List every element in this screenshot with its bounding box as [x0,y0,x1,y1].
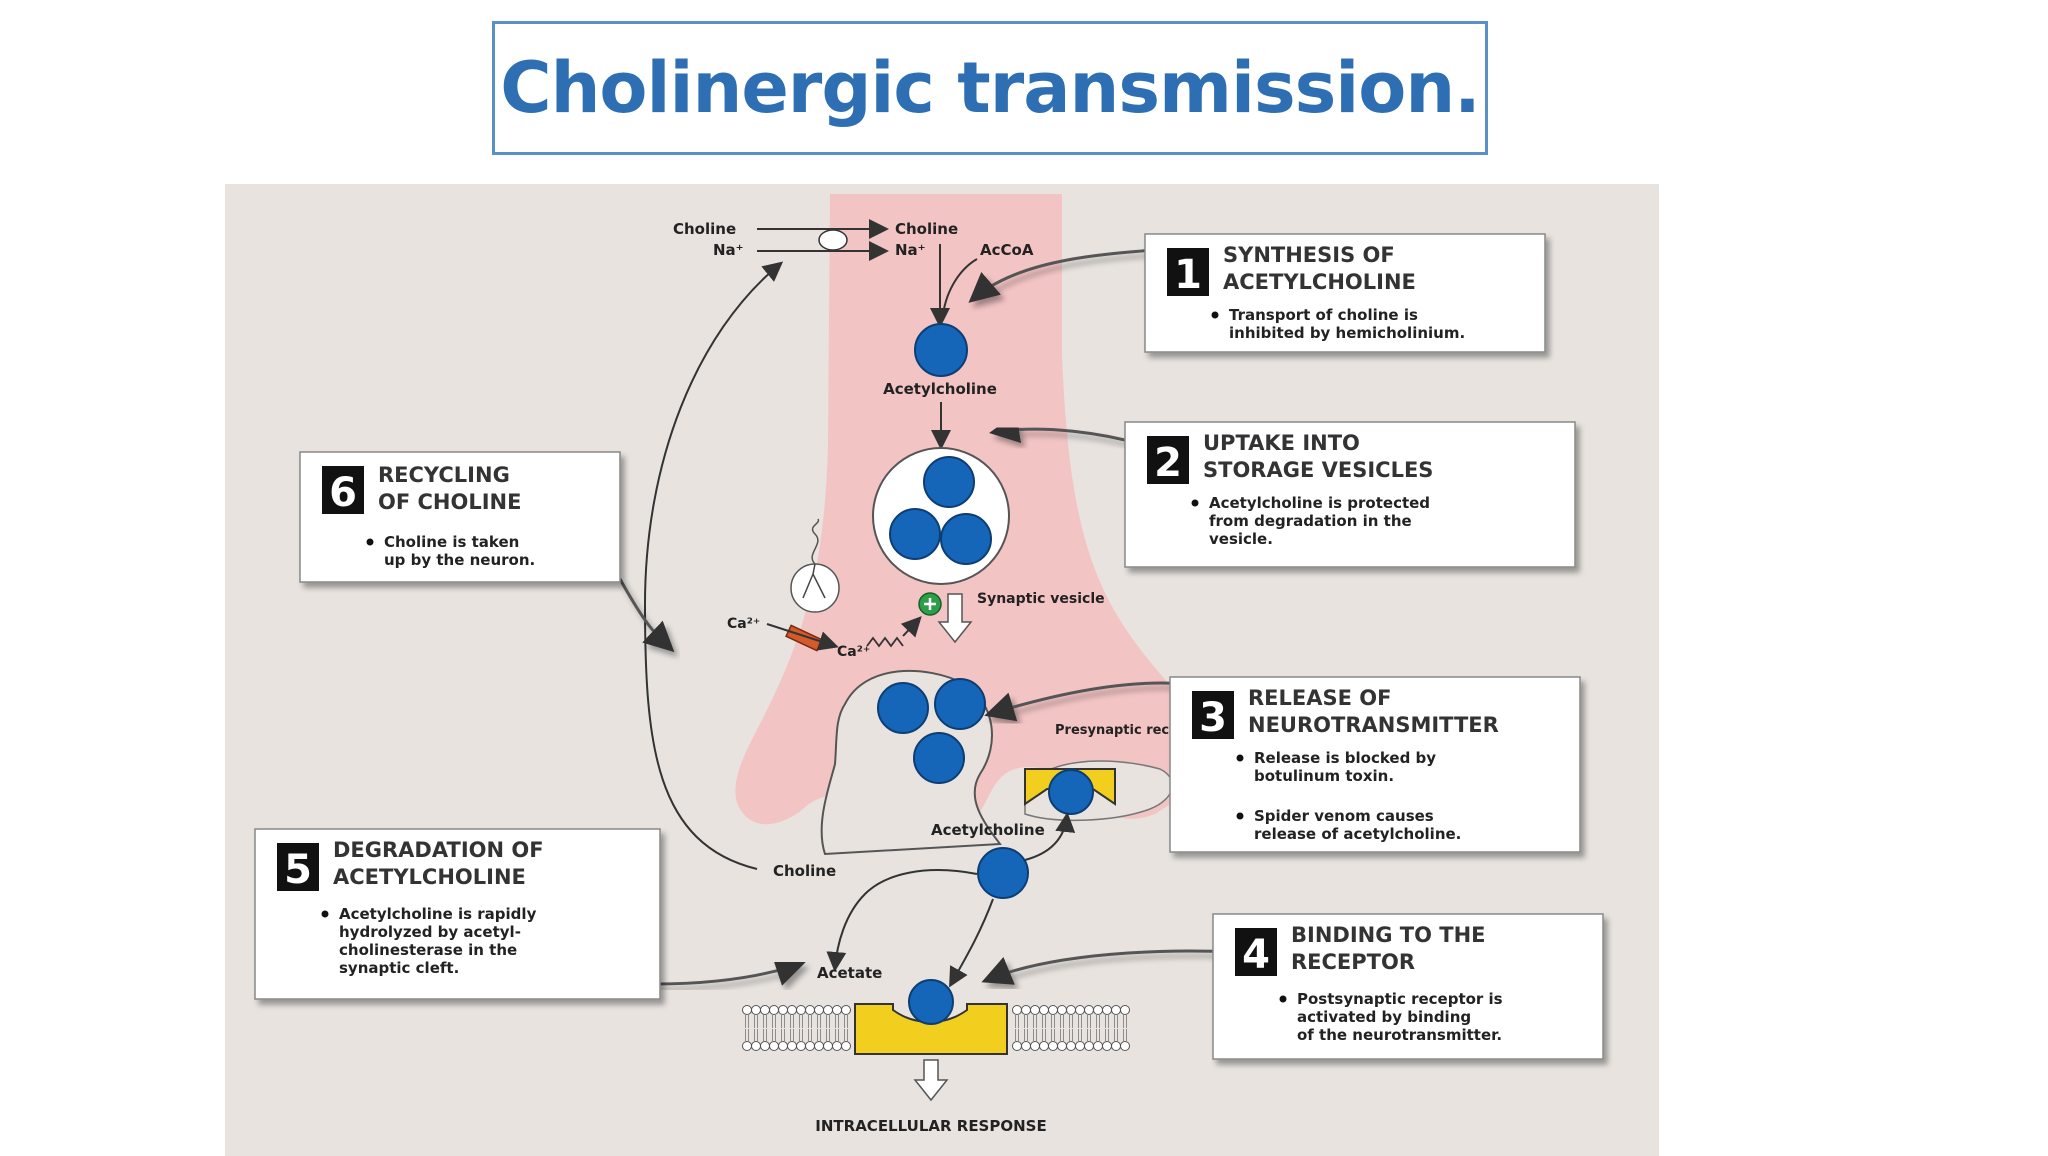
bullet-icon [321,910,329,918]
step-number: 3 [1199,695,1227,741]
na-label-right: Na⁺ [895,241,926,259]
step-number: 6 [329,470,357,516]
step-number-badge [1235,928,1277,976]
calcium-signal-squiggle [866,636,904,648]
released-acetylcholine [877,682,929,734]
ca-label-inner: Ca²⁺ [837,644,870,660]
callout-arrow-3 [984,681,1186,722]
step-number-badge [1167,248,1209,296]
vesicle-acetylcholine [923,456,975,508]
action-potential-icon [790,563,840,613]
step-number-badge [322,466,364,514]
step-number: 1 [1174,252,1202,298]
acetylcholine-label-cleft: Acetylcholine [931,821,1045,839]
accoa-arrow [942,258,978,315]
intracellular-response-label: INTRACELLULAR RESPONSE [815,1117,1046,1135]
step-number: 5 [284,847,312,893]
step-number: 2 [1154,440,1182,486]
calcium-signal-arrow [900,616,922,638]
acetate-label: Acetate [817,964,882,982]
synaptic-vesicle-label: Synaptic vesicle [977,591,1105,607]
step-number-badge [1192,691,1234,739]
acetylcholine-label-top: Acetylcholine [883,380,997,398]
bullet-icon [366,538,374,546]
released-acetylcholine [913,732,965,784]
step-number-badge [1147,436,1189,484]
choline-recycling-arrow [643,261,784,870]
step-number: 4 [1242,932,1270,978]
callout-arrow-5 [654,957,806,986]
callout-arrow-6 [618,578,675,653]
choline-label-left: Choline [673,220,736,238]
postsynaptic-binding-arrow [949,898,994,988]
choline-label-cleft: Choline [773,862,836,880]
calcium-entry-arrow [766,623,839,651]
vesicle-acetylcholine [940,513,992,565]
choline-label-right: Choline [895,220,958,238]
bound-presynaptic-acetylcholine [1048,769,1094,815]
na-label-left: Na⁺ [713,241,744,259]
cleft-acetylcholine [977,847,1029,899]
callout-arrow-4 [981,949,1236,985]
bullet-icon [1236,754,1244,762]
bullet-icon [1191,499,1199,507]
response-arrow [913,1059,949,1102]
bullet-icon [1211,311,1219,319]
vesicle-acetylcholine [889,508,941,560]
ca-label-outer: Ca²⁺ [727,616,760,632]
page-title: Cholinergic transmission. [500,47,1481,129]
bound-postsynaptic-acetylcholine [908,979,954,1025]
bullet-icon [1236,812,1244,820]
postsynaptic-membrane [742,1005,1130,1051]
vesicle-move-arrow [937,593,973,644]
acetylcholine-molecule [914,323,968,377]
accoa-label: AcCoA [980,241,1034,259]
degradation-arrow [826,869,978,972]
step-number-badge [277,843,319,891]
choline-transporter [818,229,848,251]
released-acetylcholine [934,678,986,730]
cholinergic-diagram: Choline Na⁺ Choline Na⁺ AcCoA Acetylchol… [225,184,1659,1156]
presynaptic-binding-arrow [1024,812,1076,861]
bullet-icon [1279,995,1287,1003]
title-box: Cholinergic transmission. [492,21,1488,155]
